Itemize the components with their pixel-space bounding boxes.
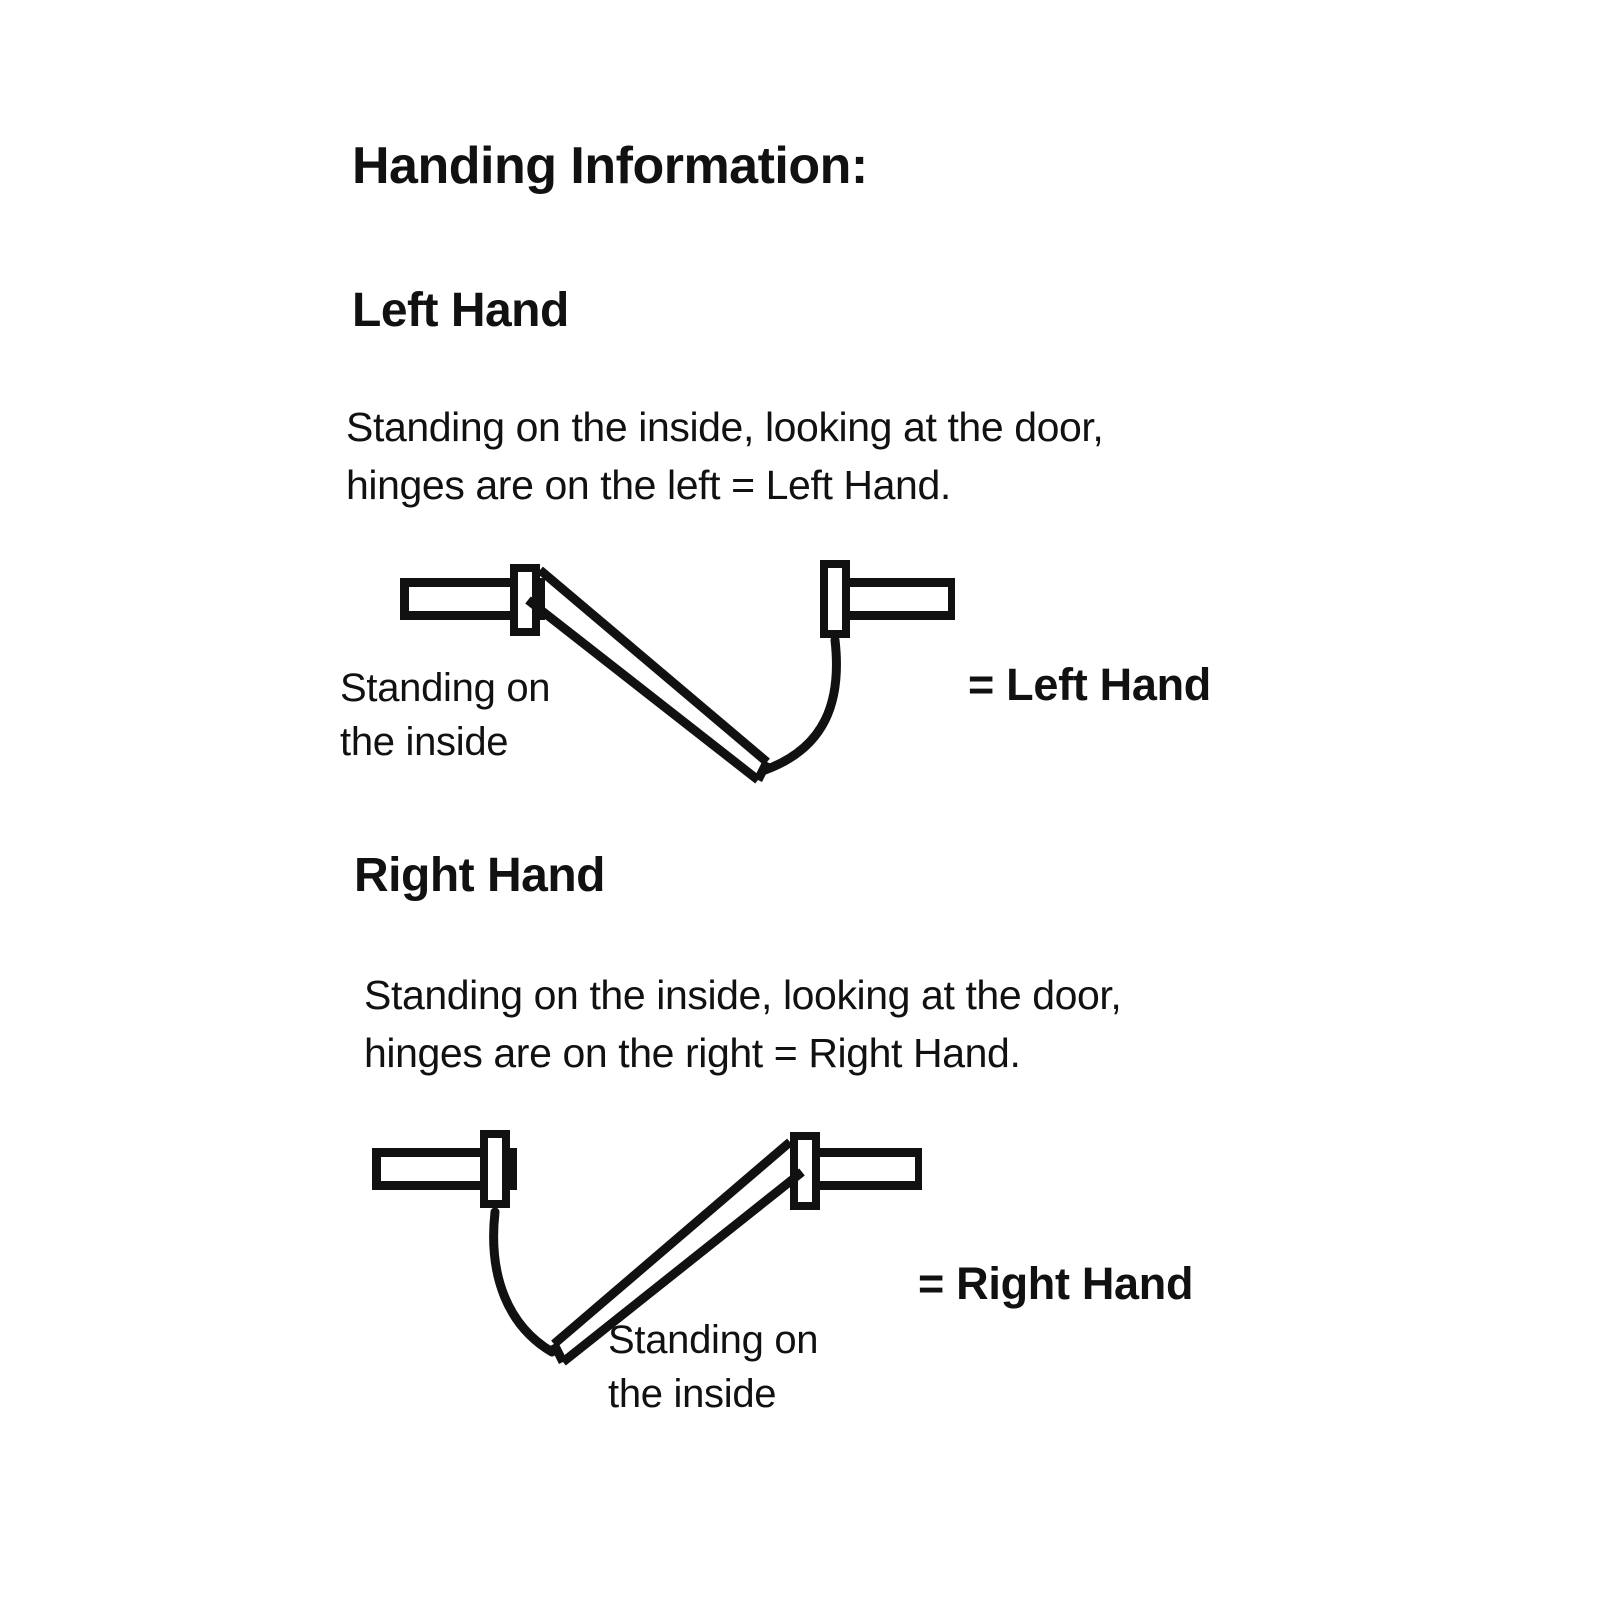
page-title: Handing Information: xyxy=(352,137,868,195)
left-jamb-strike xyxy=(480,1130,510,1208)
result-label-right-hand: = Right Hand xyxy=(918,1258,1194,1309)
right-jamb-hinge xyxy=(790,1132,820,1210)
caption-line-2: the inside xyxy=(340,720,509,764)
right-hand-door-diagram xyxy=(330,1100,1010,1400)
door-panel xyxy=(549,1138,805,1366)
section-heading-right-hand: Right Hand xyxy=(354,849,605,902)
caption-line-1: Standing on xyxy=(340,666,551,710)
result-label-left-hand: = Left Hand xyxy=(968,659,1211,710)
left-jamb-hinge xyxy=(510,564,540,636)
caption-standing-inside-bottom: Standing on the inside xyxy=(608,1313,819,1421)
caption-line-2: the inside xyxy=(608,1372,777,1416)
section-heading-left-hand: Left Hand xyxy=(352,284,569,337)
right-jamb-strike xyxy=(820,560,850,638)
right-wall xyxy=(810,1148,922,1190)
body-line-1: Standing on the inside, looking at the d… xyxy=(364,972,1122,1018)
right-wall xyxy=(842,578,955,620)
left-hand-door-diagram xyxy=(330,530,1010,830)
body-line-1: Standing on the inside, looking at the d… xyxy=(346,404,1104,450)
caption-standing-inside-top: Standing on the inside xyxy=(340,661,551,769)
caption-line-1: Standing on xyxy=(608,1318,819,1362)
body-line-2: hinges are on the right = Right Hand. xyxy=(364,1030,1021,1076)
body-text-right-hand: Standing on the inside, looking at the d… xyxy=(364,966,1122,1082)
door-panel xyxy=(525,566,772,784)
door-swing-arc xyxy=(760,635,841,775)
body-text-left-hand: Standing on the inside, looking at the d… xyxy=(346,398,1104,514)
door-swing-arc xyxy=(489,1207,557,1357)
body-line-2: hinges are on the left = Left Hand. xyxy=(346,462,951,508)
